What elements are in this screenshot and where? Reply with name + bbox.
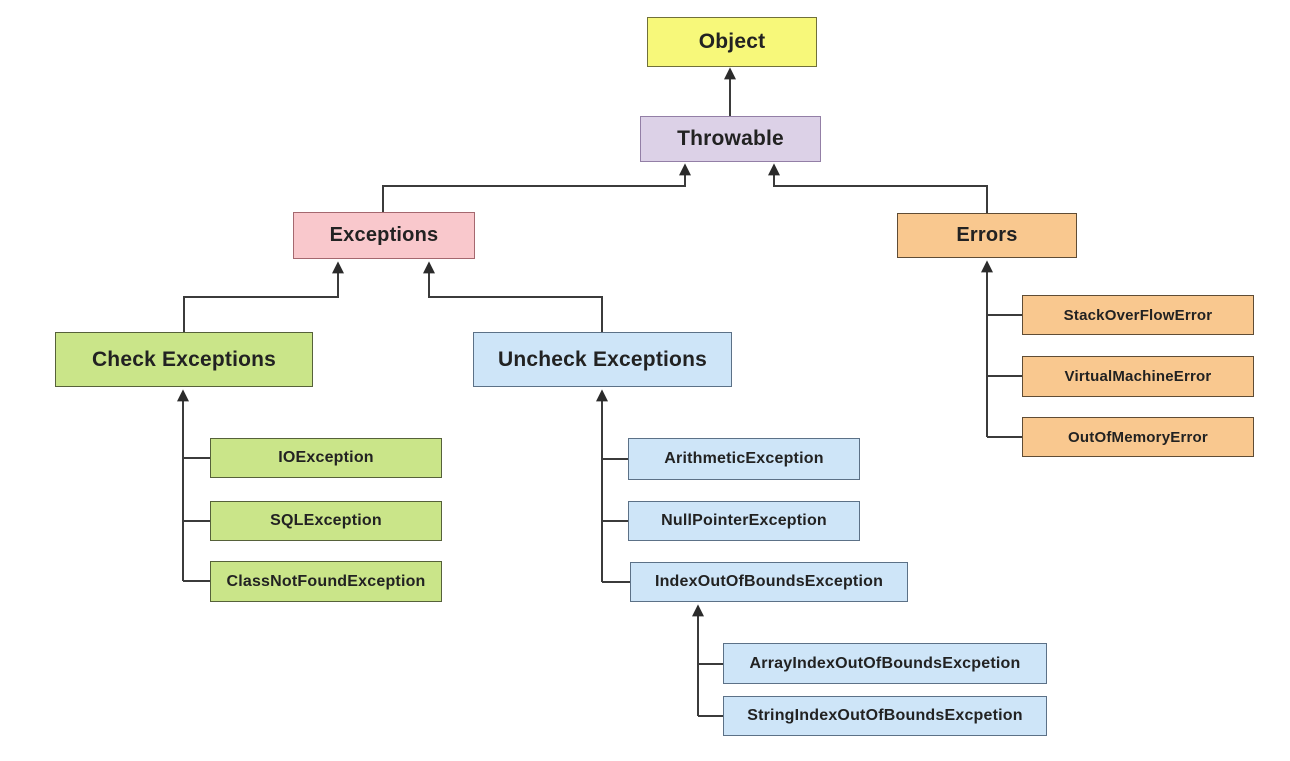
node-arithmeticexception: ArithmeticException <box>628 438 860 480</box>
edge-exceptions-throwable <box>382 163 691 212</box>
node-outofmemoryerror: OutOfMemoryError <box>1022 417 1254 457</box>
node-classnotfoundexception: ClassNotFoundException <box>210 561 442 602</box>
node-ioexception: IOException <box>210 438 442 478</box>
edge-uncheck-exceptions <box>423 261 603 332</box>
node-errors: Errors <box>897 213 1077 258</box>
node-nullpointerexception: NullPointerException <box>628 501 860 541</box>
node-stringindexoutofbounds: StringIndexOutOfBoundsExcpetion <box>723 696 1047 736</box>
node-indexoutofboundsexception: IndexOutOfBoundsException <box>630 562 908 602</box>
node-check-exceptions: Check Exceptions <box>55 332 313 387</box>
node-object: Object <box>647 17 817 67</box>
node-sqlexception: SQLException <box>210 501 442 541</box>
node-virtualmachineerror: VirtualMachineError <box>1022 356 1254 397</box>
node-throwable: Throwable <box>640 116 821 162</box>
edge-errors-throwable <box>768 163 988 213</box>
node-arrayindexoutofbounds: ArrayIndexOutOfBoundsExcpetion <box>723 643 1047 684</box>
node-stackoverflowerror: StackOverFlowError <box>1022 295 1254 335</box>
node-uncheck-exceptions: Uncheck Exceptions <box>473 332 732 387</box>
edge-check-exceptions <box>183 261 344 332</box>
node-exceptions: Exceptions <box>293 212 475 259</box>
